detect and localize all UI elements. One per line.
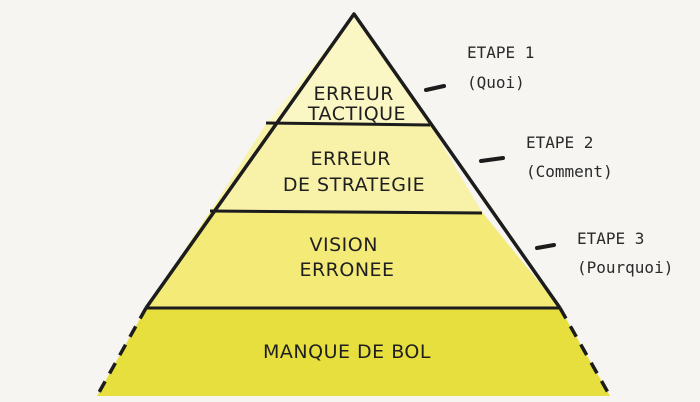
level-2-line-1: ERREUR [310,148,391,170]
level-4-line-1: MANQUE DE BOL [263,341,431,363]
step-3-title: ETAPE 3 [577,229,644,248]
step-1-label: ETAPE 1 (Quoi) [467,43,544,92]
level-1-shape [266,14,430,124]
level-2-label: ERREUR DE STRATEGIE [283,148,425,196]
step-1-title: ETAPE 1 [467,43,534,62]
step-3-leader [535,243,556,250]
level-3-line-1: VISION [310,234,378,256]
level-1-line-1: ERREUR [313,83,394,105]
level-1-line-2: TACTIQUE [307,103,406,125]
base-left-dashed-edge [95,307,148,397]
step-3-label: ETAPE 3 (Pourquoi) [577,229,673,277]
level-3-shape [146,212,560,308]
divider-1 [265,121,431,127]
level-3-line-2: ERRONEE [299,259,394,281]
divider-2 [209,209,483,215]
step-1-leader [424,84,446,92]
level-1-label: ERREUR TACTIQUE [307,83,406,125]
level-2-shape [210,124,482,212]
step-3-subtitle: (Pourquoi) [577,258,673,277]
step-2-leader [479,156,505,163]
step-1-subtitle: (Quoi) [467,73,525,92]
step-2-label: ETAPE 2 (Comment) [526,133,613,181]
level-4-shape [97,308,610,396]
step-2-title: ETAPE 2 [526,133,593,152]
base-right-dashed-edge [558,307,612,397]
level-3-label: VISION ERRONEE [299,234,394,281]
level-2-line-2: DE STRATEGIE [283,174,425,196]
level-4-label: MANQUE DE BOL [263,341,431,363]
step-2-subtitle: (Comment) [526,162,613,181]
